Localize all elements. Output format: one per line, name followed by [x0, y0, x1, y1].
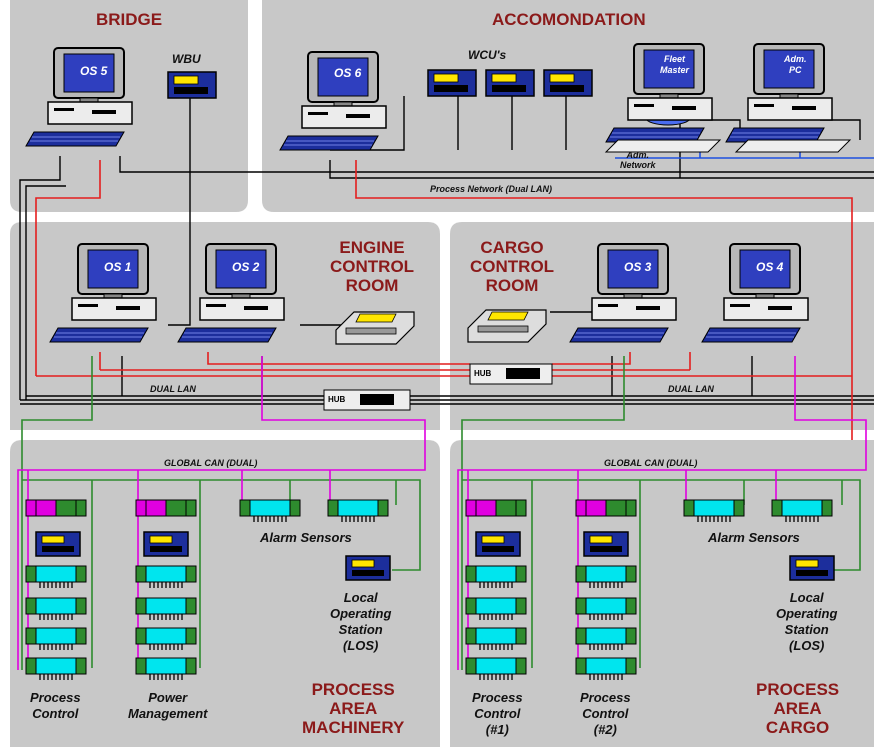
zone-process-cargo — [450, 440, 874, 747]
zone-accommodation — [262, 0, 874, 212]
zone-process-machinery — [10, 440, 440, 747]
wbu-label: WBU — [172, 52, 201, 66]
cargo-los-unit — [789, 555, 835, 581]
alarm-sensors-label-machinery: Alarm Sensors — [260, 530, 352, 545]
zone-title-accommodation: ACCOMONDATION — [492, 10, 646, 29]
dual-lan-label-cargo: DUAL LAN — [668, 384, 714, 394]
os3-label: OS 3 — [624, 260, 652, 274]
wcus-label: WCU's — [468, 48, 507, 62]
global-can-label-machinery: GLOBAL CAN (DUAL) — [164, 458, 258, 468]
wcu-3 — [543, 69, 593, 97]
hub-label-cargo: HUB — [474, 369, 492, 378]
adm-pc-label: Adm.PC — [784, 54, 807, 75]
os4-label: OS 4 — [756, 260, 784, 274]
hub-cargo — [469, 363, 553, 385]
wbu-unit — [167, 71, 217, 99]
hub-engine — [323, 389, 411, 411]
process-network-lines — [19, 96, 874, 405]
wcu-1 — [427, 69, 477, 97]
global-can-green-lines — [21, 356, 861, 670]
os1-label: OS 1 — [104, 260, 132, 274]
adm-network-label: Adm.Network — [620, 150, 656, 170]
dual-lan-label-engine: DUAL LAN — [150, 384, 196, 394]
hub-label-engine: HUB — [328, 395, 346, 404]
os2-label: OS 2 — [232, 260, 260, 274]
os6-label: OS 6 — [334, 66, 362, 80]
wcu-2 — [485, 69, 535, 97]
global-can-label-cargo: GLOBAL CAN (DUAL) — [604, 458, 698, 468]
fleet-master-keyboard — [604, 139, 722, 153]
dual-lan-red-lines — [35, 160, 853, 440]
machinery-los-unit — [345, 555, 391, 581]
zone-title-bridge: BRIDGE — [96, 10, 163, 29]
zone-backgrounds — [10, 0, 874, 747]
alarm-sensors-label-cargo: Alarm Sensors — [708, 530, 800, 545]
os5-label: OS 5 — [80, 64, 108, 78]
process-network-label: Process Network (Dual LAN) — [430, 184, 553, 194]
adm-pc-keyboard — [734, 139, 852, 153]
